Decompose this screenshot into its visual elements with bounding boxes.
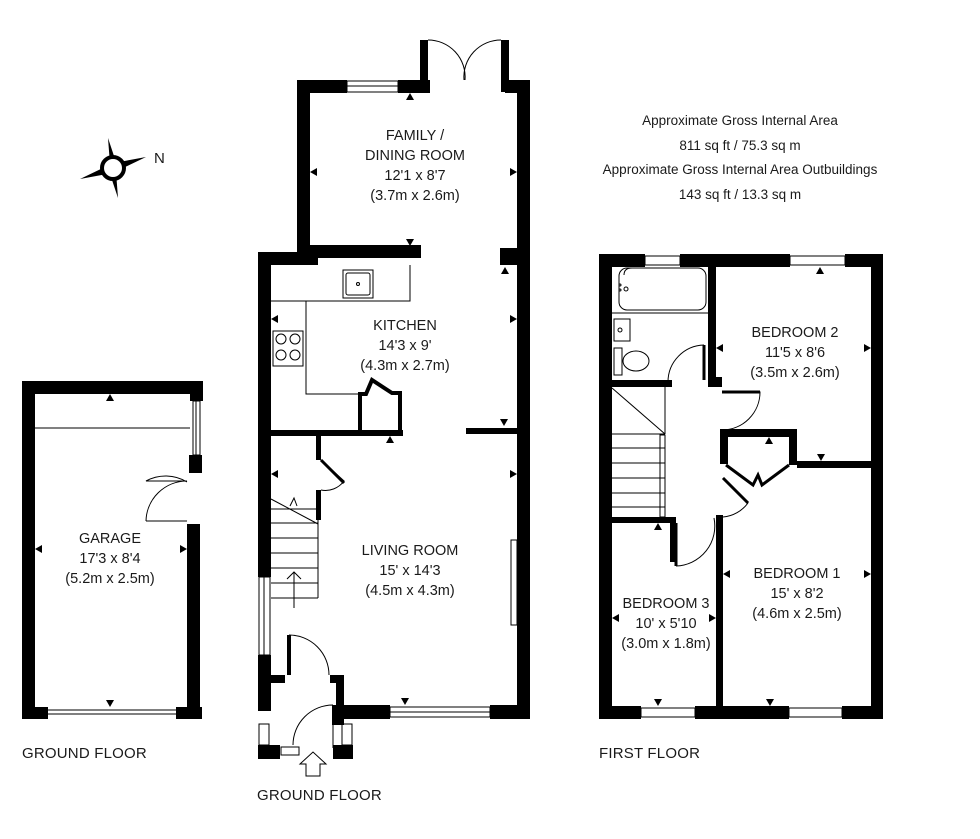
fireplace <box>510 539 518 626</box>
ground-floor-walls <box>258 40 530 759</box>
landing-window <box>600 399 611 428</box>
garage-walls <box>22 381 203 719</box>
room-family-dining: FAMILY / DINING ROOM 12'1 x 8'7 (3.7m x … <box>365 128 465 204</box>
measurement-arrows <box>35 93 871 707</box>
garage-side-door <box>145 475 188 483</box>
wardrobe-doors <box>725 463 790 488</box>
toilet <box>613 347 650 376</box>
bathroom-window <box>644 255 681 266</box>
room-garage: GARAGE 17'3 x 8'4 (5.2m x 2.5m) <box>65 531 155 587</box>
first-floor-walls <box>599 254 883 719</box>
garage-floor-label: GROUND FLOOR <box>22 745 147 762</box>
room-bedroom-1: BEDROOM 1 15' x 8'2 (4.6m x 2.5m) <box>752 566 842 622</box>
first-floor-staircase <box>611 387 666 518</box>
front-door <box>292 704 334 748</box>
entrance-arrow-icon <box>298 751 328 777</box>
bathroom-basin <box>613 318 631 342</box>
area-summary: Approximate Gross Internal Area 811 sq f… <box>540 109 940 207</box>
gross-area-label: Approximate Gross Internal Area <box>642 113 838 128</box>
room-living-room: LIVING ROOM 15' x 14'3 (4.5m x 4.3m) <box>361 543 459 599</box>
outbuildings-area-value: 143 sq ft / 13.3 sq m <box>678 186 802 202</box>
kitchen-sink <box>342 269 374 299</box>
porch-inner-door <box>288 634 330 676</box>
room-bedroom-2: BEDROOM 2 11'5 x 8'6 (3.5m x 2.6m) <box>750 325 840 381</box>
first-floor-label: FIRST FLOOR <box>599 745 701 762</box>
staircase <box>270 496 319 608</box>
bedroom-2-door <box>721 391 761 431</box>
compass-rose-icon <box>80 138 146 198</box>
bedroom-3-window <box>640 707 696 718</box>
outbuildings-area-label: Approximate Gross Internal Area Outbuild… <box>602 162 878 177</box>
room-bedroom-3: BEDROOM 3 10' x 5'10 (3.0m x 1.8m) <box>621 596 711 652</box>
bathtub <box>618 267 707 311</box>
bathroom-door <box>667 344 705 383</box>
kitchen-worktop <box>271 265 411 395</box>
bedroom-2-window <box>789 255 846 266</box>
bedroom-3-door <box>675 517 716 567</box>
north-label: N <box>154 150 165 167</box>
kitchen-hob <box>272 330 304 367</box>
french-doors <box>427 39 502 81</box>
room-kitchen: KITCHEN 14'3 x 9' (4.3m x 2.7m) <box>360 318 450 374</box>
gross-area-value: 811 sq ft / 75.3 sq m <box>679 137 801 153</box>
kitchen-cupboard <box>358 377 402 430</box>
bedroom-1-window <box>788 707 843 718</box>
ground-floor-label: GROUND FLOOR <box>257 787 382 804</box>
